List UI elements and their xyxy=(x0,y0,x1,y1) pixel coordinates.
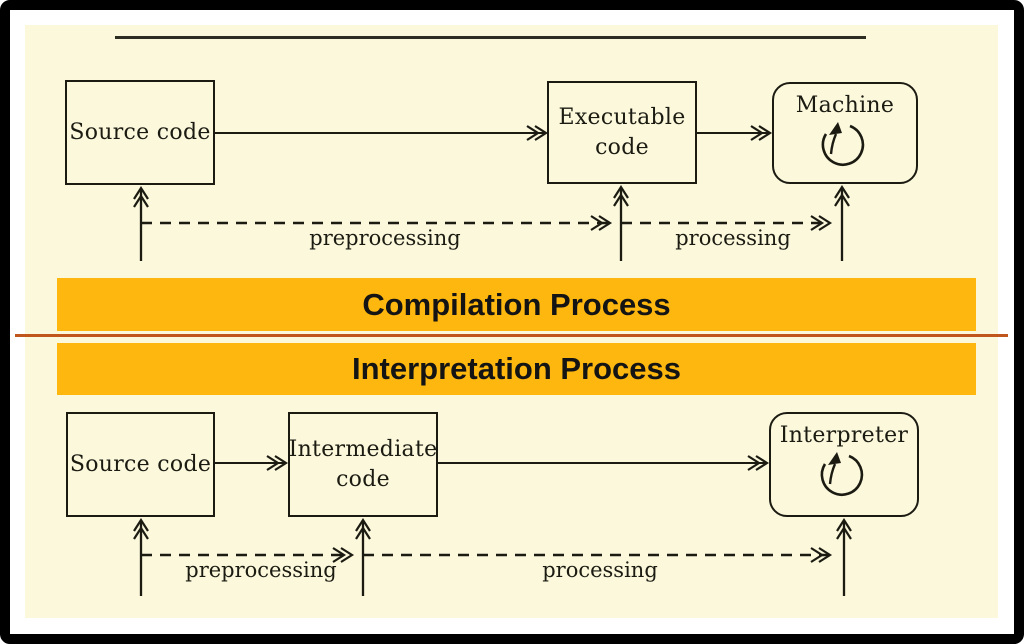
title-underline xyxy=(115,36,866,39)
source-code-label: Source code xyxy=(69,451,212,477)
executable-code-label: Executable code xyxy=(558,104,686,160)
interpreter-label: Interpreter xyxy=(779,423,909,448)
preprocessing-label-interpretation: preprocessing xyxy=(185,558,337,582)
processing-label-compilation: processing xyxy=(675,226,791,250)
source-code-box-compilation: Source code xyxy=(65,80,215,185)
preprocessing-label-compilation: preprocessing xyxy=(309,226,461,250)
intermediate-code-box: Intermediate code xyxy=(288,412,438,517)
processing-label-interpretation: processing xyxy=(542,558,658,582)
source-code-label: Source code xyxy=(69,119,211,145)
machine-box: Machine xyxy=(772,82,918,184)
interpretation-process-banner: Interpretation Process xyxy=(57,343,976,395)
compilation-banner-label: Compilation Process xyxy=(362,286,671,322)
loop-arrow-icon xyxy=(821,121,865,166)
compilation-process-banner: Compilation Process xyxy=(57,278,976,331)
executable-code-box: Executable code xyxy=(547,81,697,184)
machine-label: Machine xyxy=(795,93,895,118)
section-divider-line xyxy=(15,334,1008,337)
loop-arrow-icon xyxy=(820,451,864,496)
interpretation-banner-label: Interpretation Process xyxy=(351,351,682,386)
source-code-box-interpretation: Source code xyxy=(66,412,215,517)
intermediate-code-label: Intermediate code xyxy=(288,436,438,492)
interpreter-box: Interpreter xyxy=(769,412,919,517)
